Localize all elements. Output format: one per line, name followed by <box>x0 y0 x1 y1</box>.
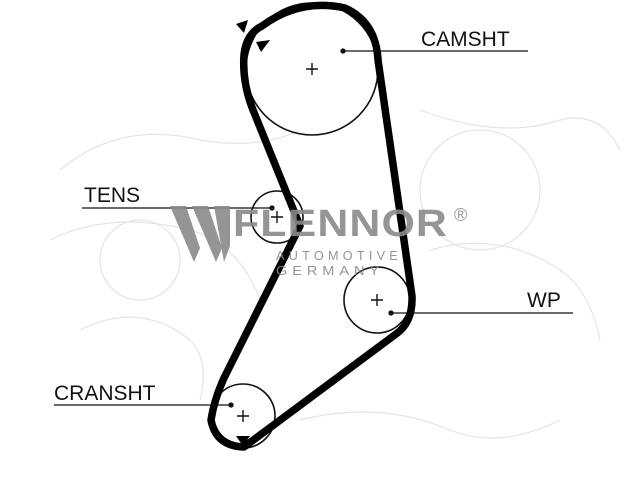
crankshaft-timing-mark-icon <box>236 436 250 446</box>
watermark-line1: AUTOMOTIVE <box>276 249 402 263</box>
camshaft-label: CAMSHT <box>421 28 510 51</box>
timing-belt <box>207 1 416 451</box>
tensioner-center-mark <box>271 211 283 223</box>
background-engine-sketch <box>49 109 621 439</box>
watermark-brand: FLENNOR <box>233 203 448 245</box>
camshaft-timing-mark-icon <box>236 20 270 52</box>
watermark-line2: GERMANY <box>276 264 384 278</box>
crankshaft-center-mark <box>237 410 249 422</box>
registered-mark: ® <box>454 205 467 225</box>
flennor-watermark: FLENNOR ® AUTOMOTIVE GERMANY <box>170 203 467 278</box>
camshaft-center-mark <box>306 63 318 75</box>
tensioner-label: TENS <box>84 184 140 207</box>
water-pump-label: WP <box>527 289 561 312</box>
crankshaft-label: CRANSHT <box>54 382 156 405</box>
flennor-logo-icon <box>170 206 230 262</box>
tensioner-pulley <box>250 190 304 244</box>
leader-lines <box>54 48 573 408</box>
water-pump-center-mark <box>371 294 383 306</box>
